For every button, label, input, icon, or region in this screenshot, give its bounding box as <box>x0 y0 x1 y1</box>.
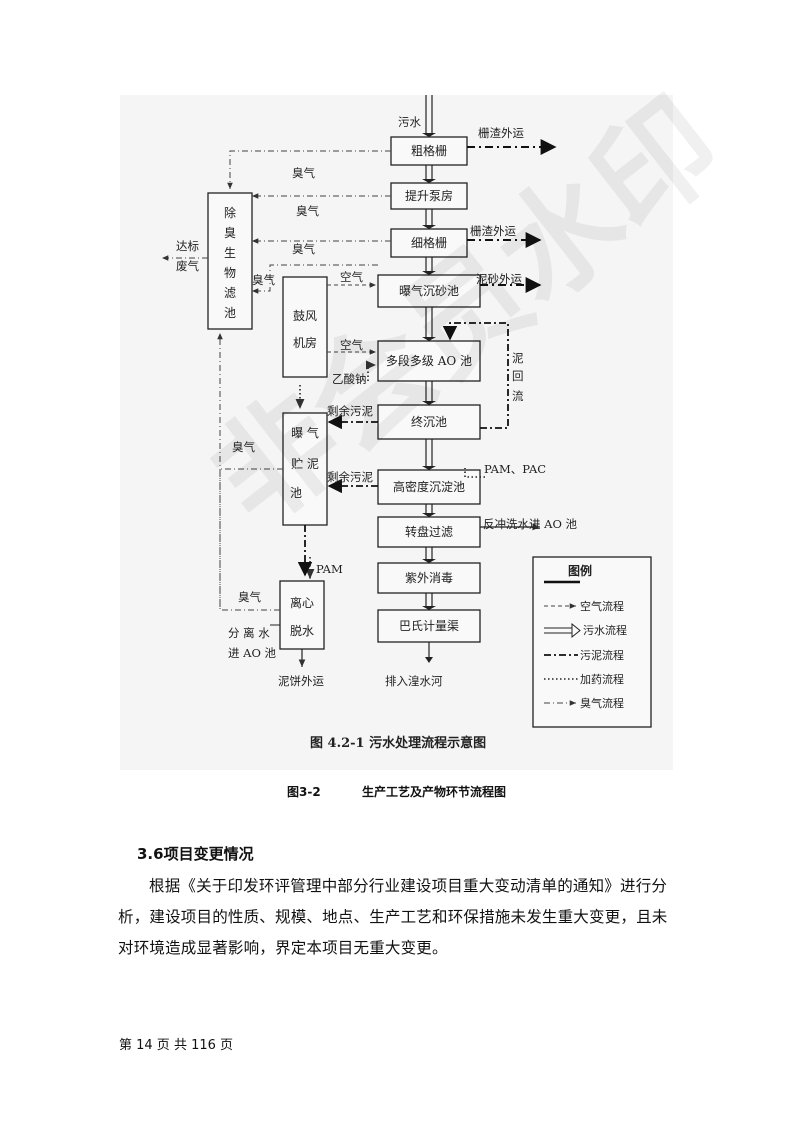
label-pam-pac: PAM、PAC <box>484 462 546 476</box>
label-disc-filter: 转盘过滤 <box>405 524 453 539</box>
label-exhaust-2: 废气 <box>176 259 199 273</box>
label-air-2: 空气 <box>340 338 363 352</box>
box-parshall <box>377 609 481 643</box>
box-blower <box>282 276 328 378</box>
legend-box <box>532 556 652 728</box>
page-footer: 第 14 页 共 116 页 <box>119 1038 234 1053</box>
label-deodor-char: 臭 <box>224 225 236 240</box>
label-air-1: 空气 <box>340 270 363 284</box>
label-sludge-return: 流 <box>512 389 524 403</box>
label-blower-1: 鼓风 <box>293 309 317 323</box>
label-high-density: 高密度沉淀池 <box>393 479 465 494</box>
legend-item-dosing: 加药流程 <box>580 672 624 686</box>
legend-item-air: 空气流程 <box>580 599 624 613</box>
figure-title: 生产工艺及产物环节流程图 <box>362 785 507 799</box>
label-odor-2: 臭气 <box>296 204 319 218</box>
legend-item-sewage: 污水流程 <box>583 623 627 637</box>
box-sludge-store <box>282 412 328 526</box>
label-sludge-return: 回 <box>512 369 524 383</box>
label-discharge: 排入湟水河 <box>385 674 443 688</box>
label-deodor-char: 滤 <box>224 286 236 300</box>
figure-number: 图3-2 <box>287 785 321 799</box>
flowchart-figure: 粗格栅 提升泵房 细格栅 曝气沉砂池 多段多级 AO 池 终沉池 高密度沉淀池 … <box>120 95 673 770</box>
label-odor-3: 臭气 <box>292 242 315 256</box>
box-uv <box>377 562 481 594</box>
label-uv: 紫外消毒 <box>405 571 453 585</box>
label-deodor-char: 池 <box>224 306 236 320</box>
section-heading: 3.6项目变更情况 <box>137 845 254 863</box>
box-grit-chamber <box>377 274 481 308</box>
legend-item-sludge: 污泥流程 <box>580 648 624 662</box>
label-coarse-screen: 粗格栅 <box>411 143 447 158</box>
box-ao-tank <box>377 340 481 382</box>
label-odor-6: 臭气 <box>238 590 261 604</box>
label-grit-chamber: 曝气沉砂池 <box>399 283 459 298</box>
label-lift-pump: 提升泵房 <box>405 188 453 203</box>
legend-item-odor: 臭气流程 <box>580 696 624 710</box>
box-lift-pump <box>390 182 468 210</box>
label-sludge-store-3: 池 <box>290 486 302 500</box>
label-sodium-acetate: 乙酸钠 <box>332 372 367 386</box>
label-odor-1: 臭气 <box>292 166 315 180</box>
box-dewater <box>279 580 325 650</box>
box-disc-filter <box>377 516 481 548</box>
label-odor-5: 臭气 <box>232 440 255 454</box>
label-separated-water-2: 进 AO 池 <box>228 646 277 660</box>
label-dewater-2: 脱水 <box>290 623 314 638</box>
label-grit-out: 泥砂外运 <box>476 272 522 286</box>
label-odor-4: 臭气 <box>252 273 275 287</box>
label-excess-sludge-2: 剩余污泥 <box>327 470 373 484</box>
label-inflow: 污水 <box>398 115 421 129</box>
label-final-clarifier: 终沉池 <box>411 414 447 429</box>
label-sludge-store-2: 贮 泥 <box>291 456 319 471</box>
label-deodor-char: 除 <box>224 205 236 220</box>
label-deodor-char: 生 <box>224 246 236 260</box>
label-excess-sludge-1: 剩余污泥 <box>327 404 373 418</box>
label-cake-out: 泥饼外运 <box>278 674 324 688</box>
label-exhaust-1: 达标 <box>176 239 199 253</box>
label-dewater-1: 离心 <box>290 595 314 610</box>
label-backwash: 反冲洗水进 AO 池 <box>483 517 578 531</box>
label-pam: PAM <box>316 562 343 576</box>
label-ao-tank: 多段多级 AO 池 <box>386 353 472 368</box>
label-screenings-out-1: 栅渣外运 <box>478 126 524 140</box>
figure-inner-caption: 图 4.2-1 污水处理流程示意图 <box>310 735 486 751</box>
label-separated-water-1: 分 离 水 <box>228 626 270 640</box>
label-fine-screen: 细格栅 <box>411 235 447 250</box>
box-high-density <box>377 469 481 505</box>
label-sludge-return: 泥 <box>512 351 524 365</box>
label-blower-2: 机房 <box>293 335 317 350</box>
section-paragraph: 根据《关于印发环评管理中部分行业建设项目重大变动清单的通知》进行分析，建设项目的… <box>118 877 668 957</box>
label-deodor-char: 物 <box>224 266 236 280</box>
box-deodor <box>207 192 253 330</box>
label-screenings-out-2: 栅渣外运 <box>470 224 516 238</box>
legend-title: 图例 <box>568 563 592 578</box>
label-parshall: 巴氏计量渠 <box>399 619 459 633</box>
label-sludge-store-1: 曝 气 <box>291 425 319 440</box>
